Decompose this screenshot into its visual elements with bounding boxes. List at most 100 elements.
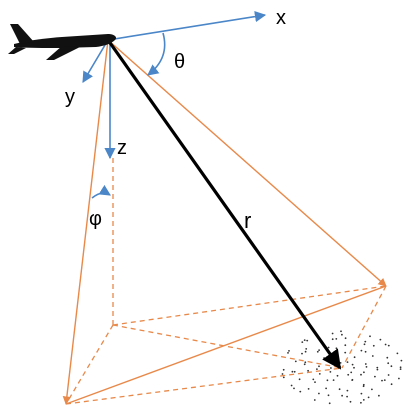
- projection-rays: [62, 39, 387, 405]
- target-dot: [360, 349, 363, 352]
- target-dot: [323, 357, 325, 359]
- target-dot: [360, 392, 363, 395]
- target-dot: [290, 384, 293, 387]
- ray-bottom-left-to-right: [65, 285, 387, 405]
- x-axis: [107, 11, 267, 41]
- target-dot: [303, 339, 306, 341]
- target-dot: [303, 363, 306, 366]
- target-dot: [330, 367, 332, 369]
- target-dot: [304, 350, 307, 353]
- target-dot: [335, 347, 338, 350]
- target-dot: [282, 368, 285, 371]
- target-dot: [344, 344, 347, 347]
- target-dot: [298, 378, 301, 381]
- target-dot: [287, 352, 289, 354]
- target-dot: [387, 362, 390, 365]
- x-axis-label: x: [276, 7, 286, 29]
- target-dot: [293, 387, 295, 390]
- target-dot: [381, 379, 383, 382]
- target-dot: [367, 396, 370, 399]
- target-dot: [336, 374, 339, 377]
- target-dot: [305, 348, 308, 350]
- target-dot: [316, 368, 318, 370]
- target-dot: [363, 371, 365, 374]
- y-axis: [82, 39, 109, 83]
- ground-projection: [65, 158, 387, 405]
- target-dot: [372, 344, 375, 347]
- target-dot: [362, 383, 365, 386]
- target-dot: [330, 362, 333, 365]
- axes: [82, 11, 267, 199]
- target-dot: [328, 402, 331, 405]
- range-vector-r: [106, 39, 342, 370]
- target-dot: [340, 330, 342, 333]
- target-dot: [371, 355, 374, 357]
- target-dot: [306, 339, 309, 342]
- target-dot: [282, 376, 285, 379]
- target-dot: [374, 375, 376, 378]
- target-dot: [346, 395, 348, 398]
- target-dot: [341, 394, 343, 397]
- target-dot: [369, 335, 371, 338]
- target-dot: [346, 389, 349, 392]
- target-dot: [360, 401, 362, 404]
- target-dot: [291, 370, 294, 373]
- target-dot: [318, 392, 320, 395]
- theta-label: θ: [174, 51, 185, 73]
- target-dot: [365, 366, 368, 368]
- target-dot: [384, 343, 387, 346]
- ground-line-to-left: [65, 324, 114, 405]
- target-dot: [350, 371, 353, 374]
- target-dot: [341, 333, 343, 336]
- target-dot: [318, 349, 320, 351]
- target-dot: [314, 381, 316, 383]
- target-dot: [378, 394, 380, 397]
- target-dot: [288, 350, 290, 352]
- target-dot: [294, 360, 297, 363]
- target-dot: [362, 385, 365, 388]
- target-dot: [376, 366, 379, 369]
- target-dot: [307, 369, 309, 372]
- target-dot: [312, 378, 315, 381]
- ground-line-right-to-target: [341, 285, 387, 369]
- r-label: r: [244, 208, 251, 233]
- target-dot: [313, 399, 316, 401]
- ground-line-left-to-target: [65, 367, 343, 405]
- target-dot: [398, 377, 400, 380]
- phi-arc: [91, 184, 111, 199]
- target-dot: [307, 388, 310, 390]
- target-dot: [316, 350, 319, 353]
- target-dot: [329, 371, 332, 373]
- target-dot: [376, 368, 379, 371]
- target-dot: [396, 352, 399, 355]
- target-dot: [339, 362, 342, 364]
- target-dot: [379, 338, 382, 341]
- target-dot: [325, 387, 327, 390]
- target-dot: [364, 350, 367, 353]
- target-dot: [332, 379, 335, 381]
- target-dot: [349, 400, 352, 403]
- target-dot: [327, 346, 330, 349]
- target-dot: [399, 368, 402, 370]
- target-dot: [364, 363, 367, 365]
- target-dot: [344, 337, 347, 340]
- ground-line-to-target: [112, 324, 343, 369]
- target-dot: [351, 363, 354, 366]
- target-dot: [363, 343, 366, 346]
- target-dot: [347, 373, 350, 376]
- target-dot: [326, 379, 329, 382]
- target-dot: [353, 366, 355, 369]
- target-dot: [351, 379, 354, 381]
- target-dot: [362, 399, 365, 401]
- target-dot: [390, 365, 393, 368]
- target-dot: [299, 390, 302, 393]
- z-axis-label: z: [117, 137, 127, 159]
- target-dot: [293, 370, 296, 373]
- target-dot: [360, 373, 362, 376]
- target-dot: [383, 379, 386, 381]
- target-dot: [301, 341, 304, 343]
- phi-label: φ: [89, 208, 102, 230]
- target-dot: [331, 332, 334, 335]
- airplane-icon: [8, 24, 117, 60]
